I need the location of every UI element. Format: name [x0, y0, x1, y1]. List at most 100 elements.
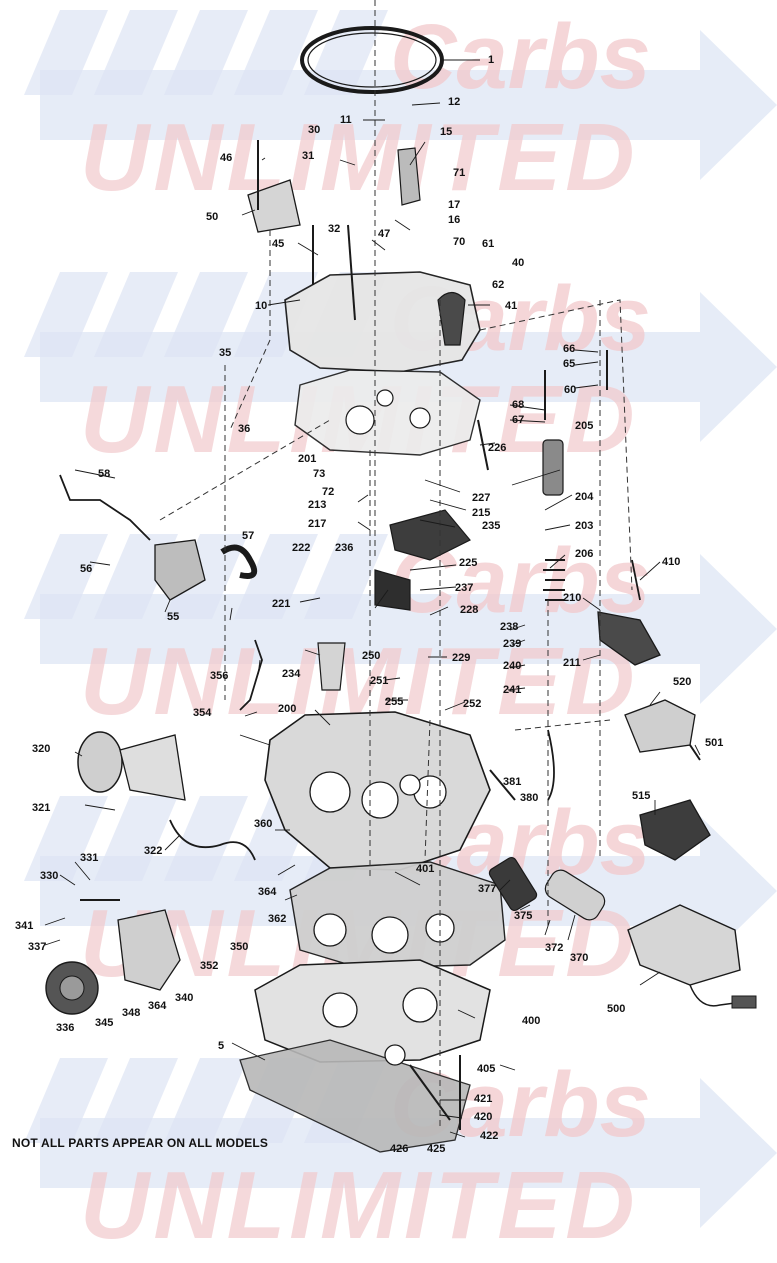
part-label-356: 356	[210, 670, 229, 682]
leader-line	[44, 939, 61, 946]
part-label-41: 41	[505, 300, 518, 312]
part-label-200: 200	[278, 703, 297, 715]
throttle-body-gasket	[289, 861, 506, 969]
leader-line	[582, 597, 601, 611]
watermark-bar	[94, 796, 178, 881]
part-label-364: 364	[258, 886, 277, 898]
throttle-bore	[322, 992, 358, 1028]
part-label-11: 11	[340, 114, 352, 126]
choke-cover-center	[59, 975, 85, 1001]
vacuum-break-55	[154, 539, 206, 601]
leader-line	[457, 1009, 476, 1019]
leader-line	[639, 971, 661, 986]
leader-line	[444, 701, 466, 711]
leader-line	[231, 1042, 266, 1061]
part-label-213: 213	[308, 499, 327, 511]
part-label-204: 204	[575, 491, 594, 503]
watermark-bar	[164, 796, 248, 881]
part-label-251: 251	[370, 675, 389, 687]
part-label-238: 238	[500, 621, 519, 633]
watermark-bar	[304, 10, 388, 95]
guide-line	[424, 719, 431, 861]
watermark-arrow	[40, 1078, 777, 1228]
part-label-400: 400	[522, 1015, 541, 1027]
watermark-bar	[164, 1058, 248, 1143]
part-label-401: 401	[416, 863, 435, 875]
leader-line	[59, 874, 76, 886]
leader-line	[574, 349, 599, 353]
leader-line	[261, 157, 266, 161]
part-label-15: 15	[440, 126, 453, 138]
watermark-bar	[304, 534, 388, 619]
part-label-252: 252	[463, 698, 482, 710]
leader-line	[519, 904, 531, 911]
watermark-arrow	[40, 554, 777, 704]
part-label-68: 68	[512, 399, 525, 411]
part-label-56: 56	[80, 563, 93, 575]
air-cleaner-gasket-ring	[300, 26, 444, 94]
idle-stop-solenoid-520	[624, 699, 696, 753]
part-label-55: 55	[167, 611, 180, 623]
linkage-rod	[547, 729, 555, 801]
screw-or-rod	[347, 224, 356, 321]
leader-line	[509, 664, 526, 669]
part-label-331: 331	[80, 852, 99, 864]
watermark-bar	[24, 272, 108, 357]
leader-line	[549, 554, 566, 569]
leader-line	[74, 469, 116, 479]
leader-line	[44, 917, 66, 926]
part-label-210: 210	[563, 592, 582, 604]
air-horn-bore	[409, 407, 431, 429]
exploded-view-diagram: CarbsUNLIMITEDCarbsUNLIMITEDCarbsUNLIMIT…	[12, 0, 777, 1259]
leader-line	[694, 744, 701, 756]
throttle-bore	[313, 913, 347, 947]
leader-line	[74, 861, 91, 881]
guide-line	[479, 299, 633, 591]
screw-or-rod	[489, 769, 516, 801]
leader-line	[339, 159, 356, 166]
throttle-bore	[361, 781, 399, 819]
watermark-bar	[94, 1058, 178, 1143]
watermark-bar	[234, 534, 318, 619]
watermark-bar	[234, 10, 318, 95]
part-label-47: 47	[378, 228, 391, 240]
part-label-330: 330	[40, 870, 59, 882]
part-label-228: 228	[460, 604, 479, 616]
throttle-bore	[402, 987, 438, 1023]
part-label-421: 421	[474, 1093, 493, 1105]
base-gasket	[239, 1039, 471, 1153]
leader-line	[371, 239, 386, 251]
part-label-500: 500	[607, 1003, 626, 1015]
throttle-bore	[425, 913, 455, 943]
part-label-354: 354	[193, 707, 212, 719]
part-label-45: 45	[272, 238, 285, 250]
part-label-12: 12	[448, 96, 461, 108]
guide-line	[514, 719, 611, 731]
leader-line	[499, 879, 511, 891]
leader-line	[241, 209, 256, 216]
part-label-322: 322	[144, 845, 163, 857]
leader-line	[429, 499, 467, 511]
leader-line	[411, 102, 441, 106]
part-label-222: 222	[292, 542, 311, 554]
leader-line	[429, 606, 449, 616]
leader-line	[357, 521, 371, 531]
float-bowl-insert-235	[389, 509, 471, 561]
part-label-66: 66	[563, 343, 576, 355]
part-label-375: 375	[514, 910, 533, 922]
part-label-320: 320	[32, 743, 51, 755]
air-cleaner-gasket-inner	[307, 32, 437, 88]
leader-line	[424, 479, 461, 493]
idle-speed-control-500	[627, 904, 741, 986]
part-label-17: 17	[448, 199, 461, 211]
leader-line	[479, 442, 496, 446]
part-label-30: 30	[308, 124, 321, 136]
part-label-40: 40	[512, 257, 525, 269]
leader-line	[449, 1131, 466, 1138]
throttle-bore	[309, 771, 351, 813]
leader-line	[511, 469, 561, 486]
linkage-rod	[239, 639, 263, 711]
throttle-bore	[399, 774, 421, 796]
leader-line	[164, 834, 181, 851]
part-label-237: 237	[455, 582, 474, 594]
